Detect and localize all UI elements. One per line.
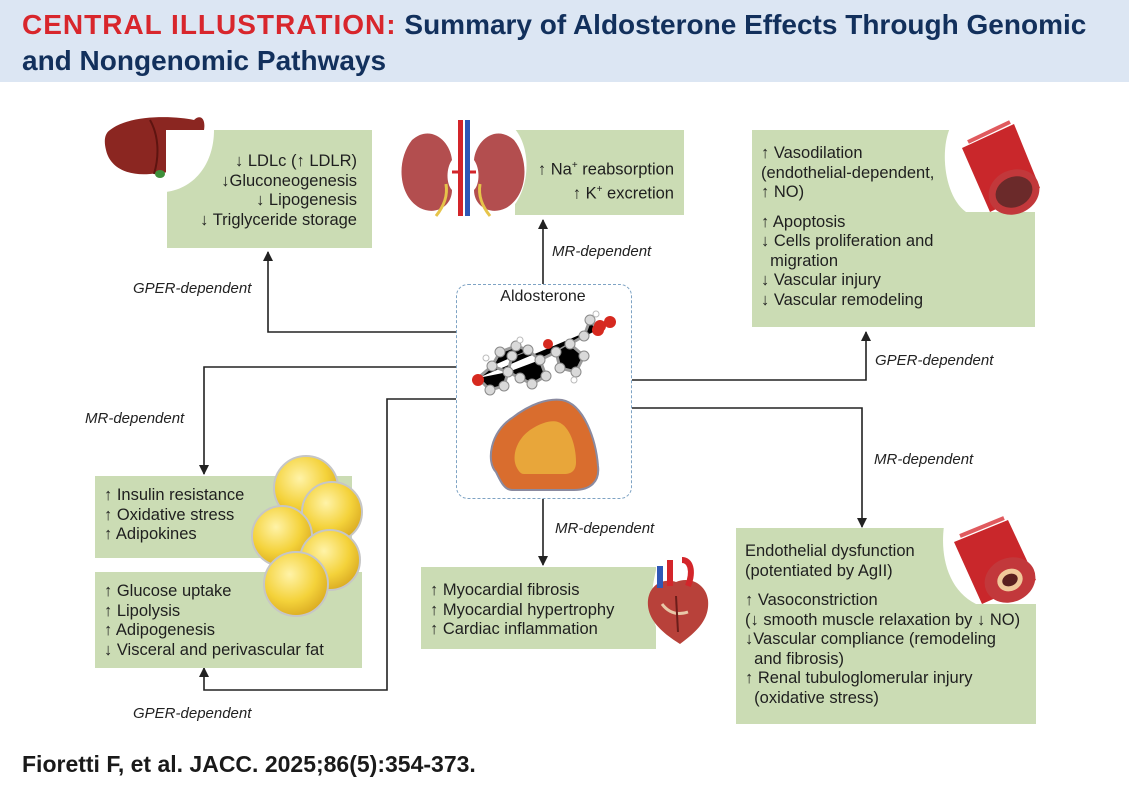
vessel-top-effect-4: ↑ Apoptosis xyxy=(761,212,846,231)
vessel-bottom-effect-2: (potentiated by AgII) xyxy=(745,561,893,580)
vessel-top-effect-2: (endothelial-dependent, xyxy=(761,163,935,182)
page-title: CENTRAL ILLUSTRATION: Summary of Aldoste… xyxy=(22,7,1112,79)
vessel-bottom-effect-1: Endothelial dysfunction xyxy=(745,542,915,560)
title-rest: Summary of Aldosterone Effects Through G… xyxy=(22,9,1087,76)
liver-effects-box: ↓ LDLc (↑ LDLR) ↓Gluconeogenesis ↓ Lipog… xyxy=(167,130,372,248)
arrow-adipose-bottom xyxy=(199,398,456,691)
vessel-bottom-effect-7: ↑ Renal tubuloglomerular injury xyxy=(745,669,973,687)
label-mr-heart: MR-dependent xyxy=(555,520,655,537)
arrow-vessel-top xyxy=(630,331,871,381)
liver-effect-4: ↓ Triglyceride storage xyxy=(200,210,357,229)
adipose-mr-effect-1: ↑ Insulin resistance xyxy=(104,486,245,504)
vessel-top-effect-7: ↓ Vascular injury xyxy=(761,271,881,289)
arrow-adipose-top xyxy=(199,366,456,475)
label-gper-liver: GPER-dependent xyxy=(133,280,252,297)
vessel-top-effect-6: migration xyxy=(761,251,839,270)
liver-effect-1: ↓ LDLc (↑ LDLR) xyxy=(235,152,357,170)
heart-effect-3: ↑ Cardiac inflammation xyxy=(430,620,598,638)
vessel-top-effect-1: ↑ Vasodilation xyxy=(761,144,863,162)
kidney-effect-1: ↑ Na+ reabsorption xyxy=(537,160,674,179)
vessel-bottom-effect-8: (oxidative stress) xyxy=(745,688,879,707)
adipose-gper-effect-3: ↑ Adipogenesis xyxy=(104,621,215,639)
heart-effects-box: ↑ Myocardial fibrosis ↑ Myocardial hyper… xyxy=(421,567,656,649)
adipose-gper-effect-1: ↑ Glucose uptake xyxy=(104,582,232,600)
adipose-gper-effect-4: ↓ Visceral and perivascular fat xyxy=(104,640,324,659)
liver-effect-2: ↓Gluconeogenesis xyxy=(221,171,357,190)
adipose-mr-effect-3: ↑ Adipokines xyxy=(104,525,197,543)
heart-effect-2: ↑ Myocardial hypertrophy xyxy=(430,600,615,619)
vessel-top-effect-5: ↓ Cells proliferation and xyxy=(761,232,934,250)
aldosterone-label: Aldosterone xyxy=(500,288,586,305)
label-mr-adipose: MR-dependent xyxy=(85,410,185,427)
vessel-bottom-effect-5: ↓Vascular compliance (remodeling xyxy=(745,630,996,648)
liver-effect-3: ↓ Lipogenesis xyxy=(256,191,357,209)
adipose-mr-effect-2: ↑ Oxidative stress xyxy=(104,505,235,524)
kidney-effects-box: ↑ Na+ reabsorption ↑ K+ excretion xyxy=(515,130,684,215)
vessel-top-effect-8: ↓ Vascular remodeling xyxy=(761,290,924,309)
vessel-top-effect-3: ↑ NO) xyxy=(761,183,805,201)
label-mr-vessel: MR-dependent xyxy=(874,451,974,468)
vessel-bottom-effect-3: ↑ Vasoconstriction xyxy=(745,591,878,609)
title-lead: CENTRAL ILLUSTRATION: xyxy=(22,9,397,40)
label-mr-kidney: MR-dependent xyxy=(552,243,652,260)
arrow-vessel-bottom xyxy=(630,407,867,528)
label-gper-vessel: GPER-dependent xyxy=(875,352,994,369)
vessel-bottom-effect-4: (↓ smooth muscle relaxation by ↓ NO) xyxy=(745,610,1021,629)
title-banner xyxy=(0,0,1129,82)
arrow-liver xyxy=(263,251,456,333)
label-gper-adipose: GPER-dependent xyxy=(133,705,252,722)
vessel-dysfunction-box: Endothelial dysfunction (potentiated by … xyxy=(736,528,1036,724)
vessel-bottom-effect-6: and fibrosis) xyxy=(745,649,845,668)
citation: Fioretti F, et al. JACC. 2025;86(5):354-… xyxy=(22,751,476,777)
heart-effect-1: ↑ Myocardial fibrosis xyxy=(430,581,580,599)
kidney-effect-2: ↑ K+ excretion xyxy=(572,184,674,203)
adipose-gper-effect-2: ↑ Lipolysis xyxy=(104,601,181,620)
